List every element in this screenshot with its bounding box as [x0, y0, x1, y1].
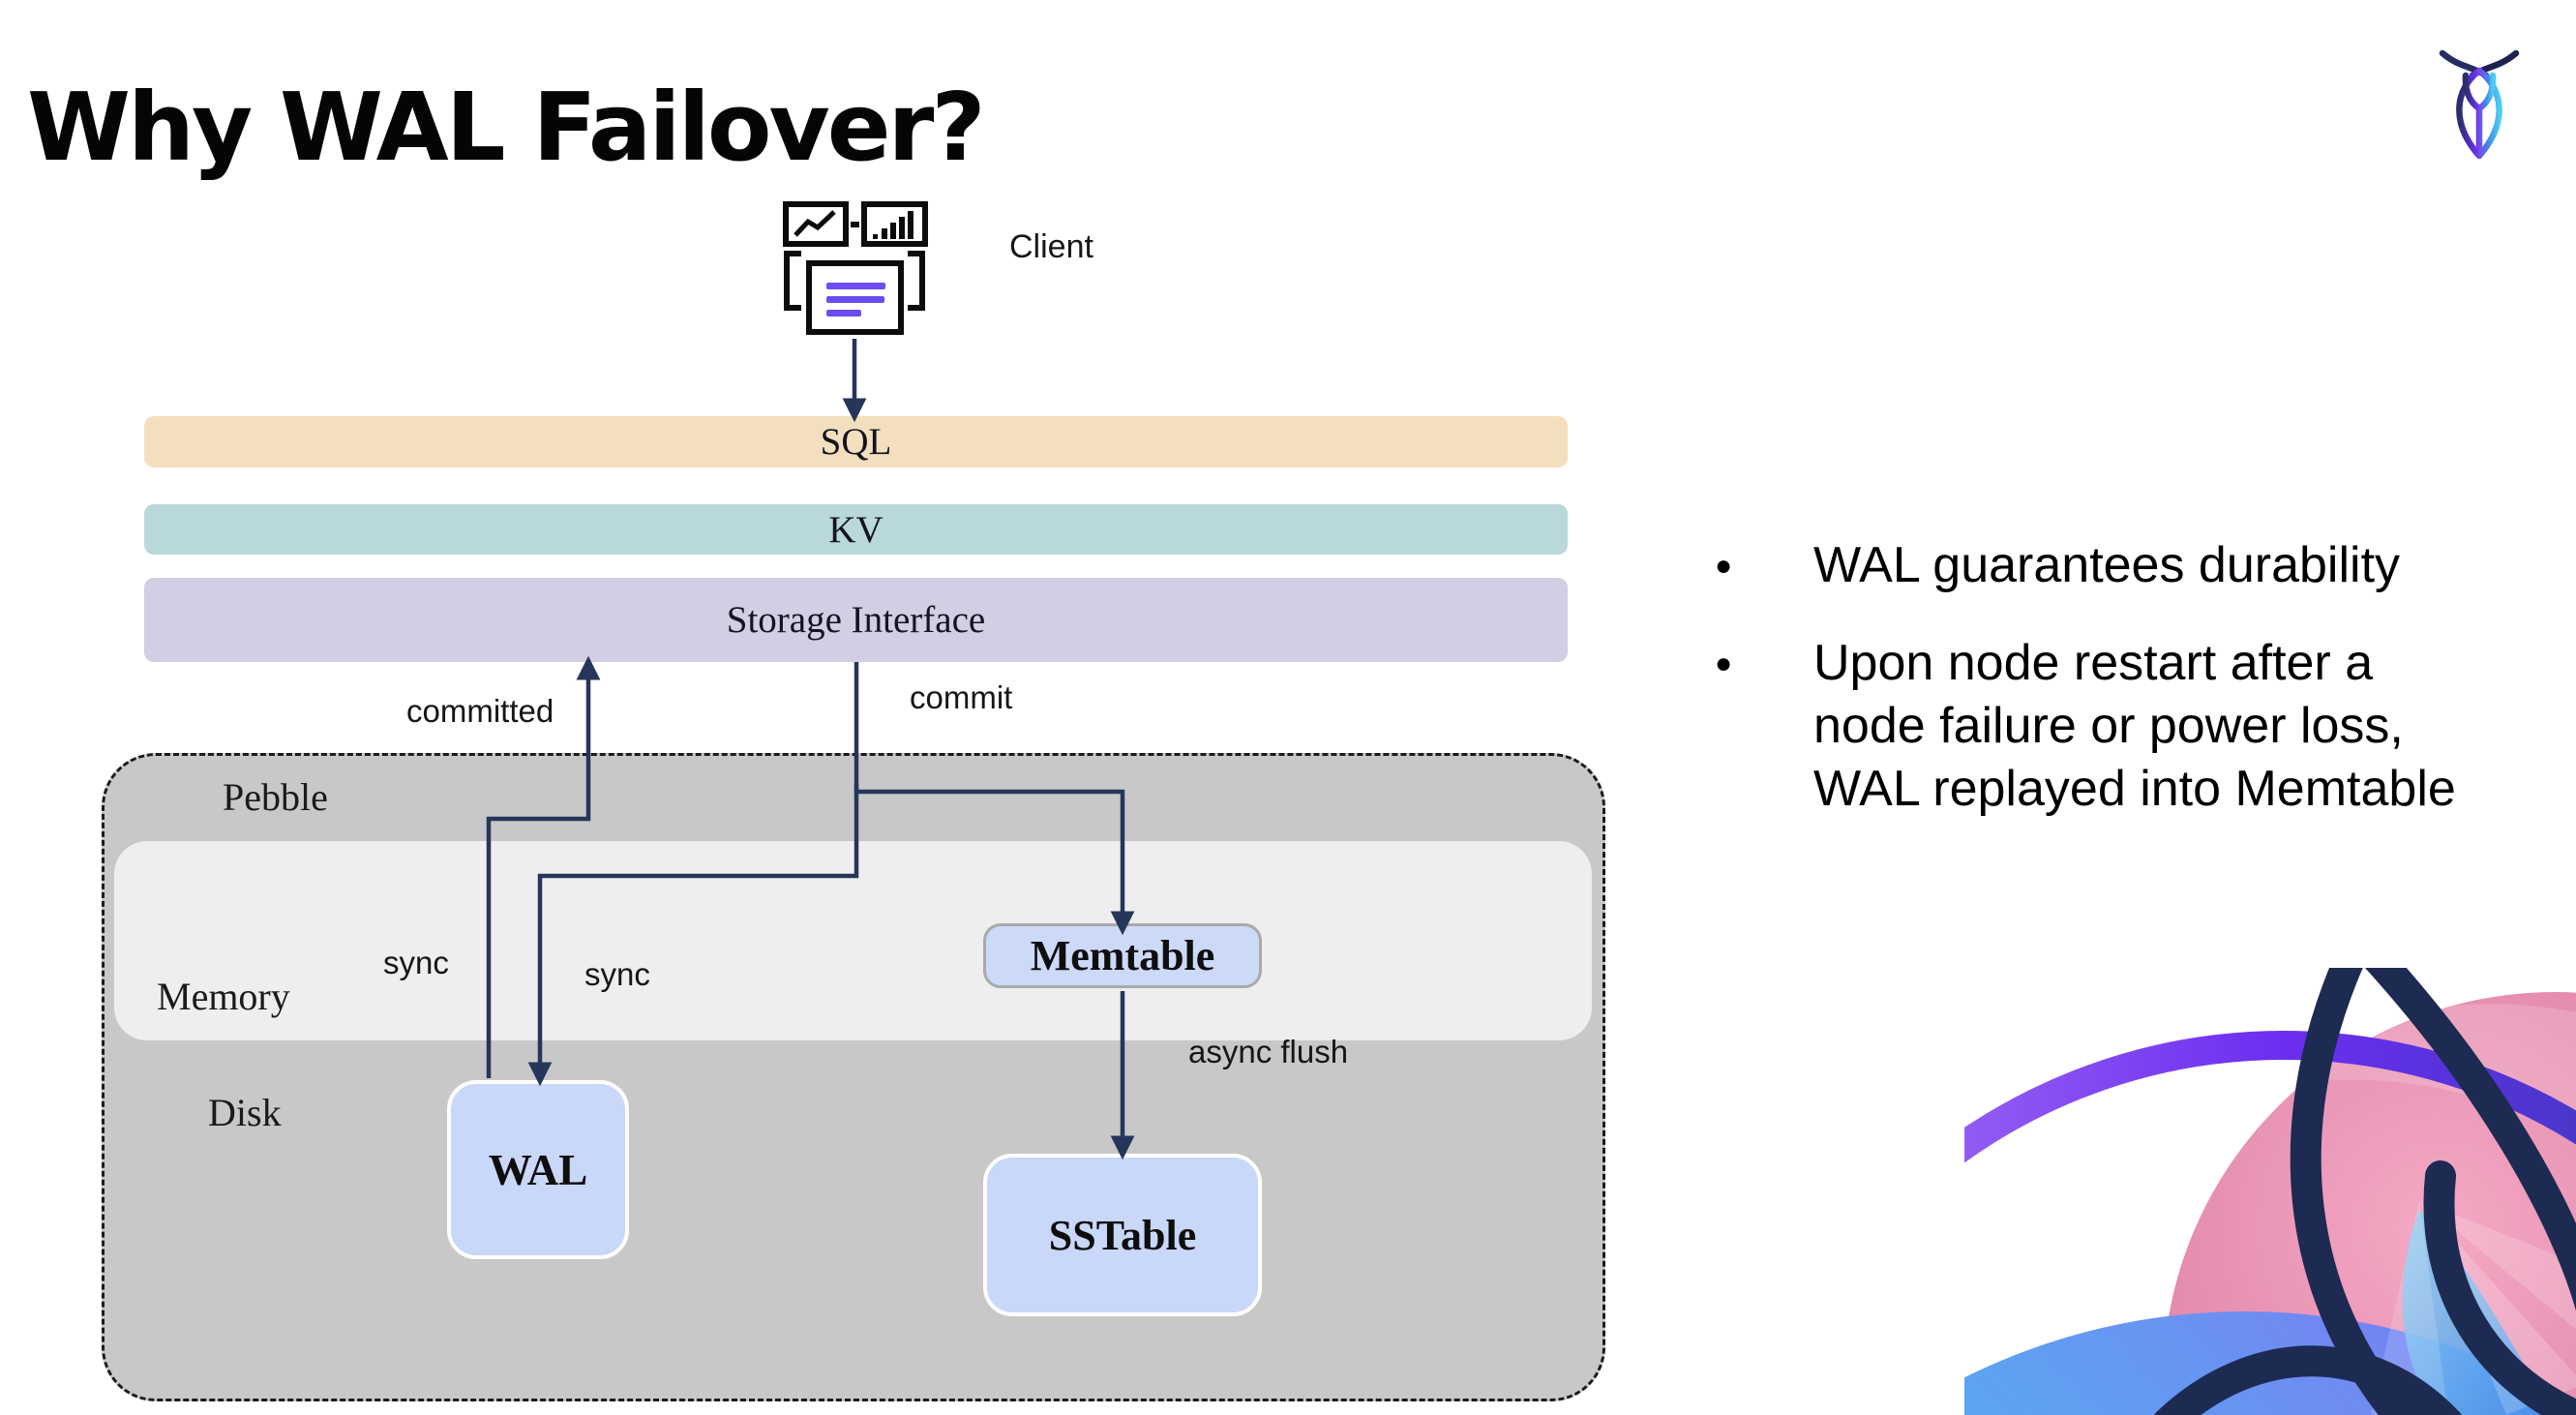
document-screen-icon — [806, 260, 904, 335]
edge-label-commit: commit — [910, 679, 1013, 715]
teal-circle — [1964, 1311, 2576, 1415]
layer-bar-storage-label: Storage Interface — [726, 599, 986, 641]
line-chart-monitor-icon — [783, 201, 849, 247]
left-bracket-icon — [784, 251, 801, 311]
edge-label-sync-left: sync — [383, 945, 449, 980]
edge-label-committed: committed — [406, 693, 554, 729]
navy-strokes — [2154, 968, 2576, 1415]
client-label: Client — [1009, 228, 1093, 265]
bullet-dot: ● — [1715, 550, 1733, 582]
edge-label-async-flush: async flush — [1188, 1034, 1349, 1069]
edge-label-sync-right: sync — [584, 956, 650, 992]
node-sstable-label: SSTable — [1048, 1211, 1197, 1259]
pink-circle — [2163, 992, 2576, 1415]
client-devices-icon — [783, 201, 928, 335]
node-wal: WAL — [447, 1080, 629, 1259]
layer-bar-sql: SQL — [144, 416, 1568, 467]
node-wal-label: WAL — [488, 1145, 588, 1194]
document-text-lines — [826, 283, 885, 316]
layer-bar-sql-label: SQL — [820, 421, 892, 463]
bullet-item-replay: ● Upon node restart after a node failure… — [1715, 632, 2547, 821]
bullet-text: WAL guarantees durability — [1813, 537, 2401, 593]
node-memtable-label: Memtable — [1030, 932, 1215, 979]
node-sstable: SSTable — [983, 1154, 1262, 1316]
bullet-list: ● WAL guarantees durability ● Upon node … — [1715, 534, 2547, 821]
memory-region — [114, 841, 1592, 1040]
cockroachdb-logo-icon — [2439, 49, 2520, 160]
node-memtable: Memtable — [983, 923, 1262, 988]
bar-chart-monitor-icon — [861, 201, 928, 247]
layer-bar-kv-label: KV — [828, 508, 884, 551]
bullet-text: Upon node restart after a node failure o… — [1813, 635, 2456, 817]
bullet-item-durability: ● WAL guarantees durability — [1715, 534, 2547, 597]
page-title: Why WAL Failover? — [27, 72, 986, 182]
layer-bar-storage-interface: Storage Interface — [144, 578, 1568, 662]
pebble-label: Pebble — [223, 775, 328, 819]
purple-arc — [1964, 1031, 2576, 1163]
memory-label: Memory — [157, 975, 290, 1018]
bullet-dot: ● — [1715, 647, 1733, 679]
cockroachdb-brand-art — [1964, 968, 2576, 1415]
right-bracket-icon — [908, 251, 925, 311]
disk-label: Disk — [208, 1091, 282, 1134]
layer-bar-kv: KV — [144, 504, 1568, 555]
